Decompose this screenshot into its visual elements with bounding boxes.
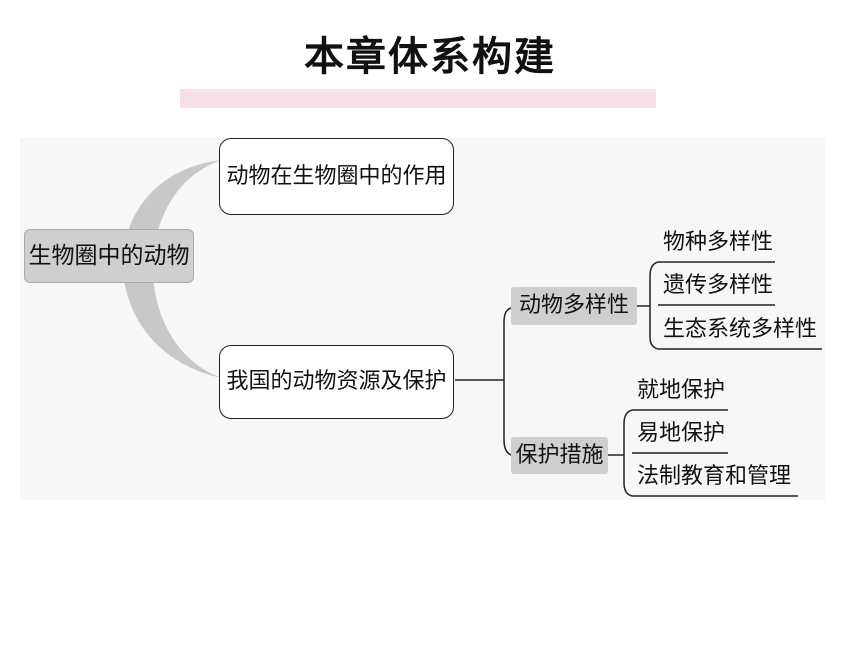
protection-item-ex-situ: 易地保护 (637, 421, 726, 446)
branch-role-node: 动物在生物圈中的作用 (219, 138, 454, 215)
protection-node: 保护措施 (511, 437, 608, 474)
bracket-diversity (649, 261, 659, 350)
diversity-node: 动物多样性 (511, 287, 637, 325)
connector-split (503, 307, 512, 456)
diversity-item-ecosystem: 生态系统多样性 (663, 317, 818, 342)
protection-item-legal: 法制教育和管理 (637, 464, 792, 489)
root-node: 生物圈中的动物 (24, 229, 194, 283)
diversity-item-genetic: 遗传多样性 (663, 273, 774, 298)
bracket-protection (623, 409, 633, 497)
diversity-item-species: 物种多样性 (663, 230, 774, 255)
title-underline-bar (180, 89, 656, 108)
page-title: 本章体系构建 (304, 34, 556, 80)
branch-resources-node: 我国的动物资源及保护 (219, 345, 454, 419)
root-brace (123, 160, 222, 378)
protection-item-in-situ: 就地保护 (637, 378, 726, 403)
